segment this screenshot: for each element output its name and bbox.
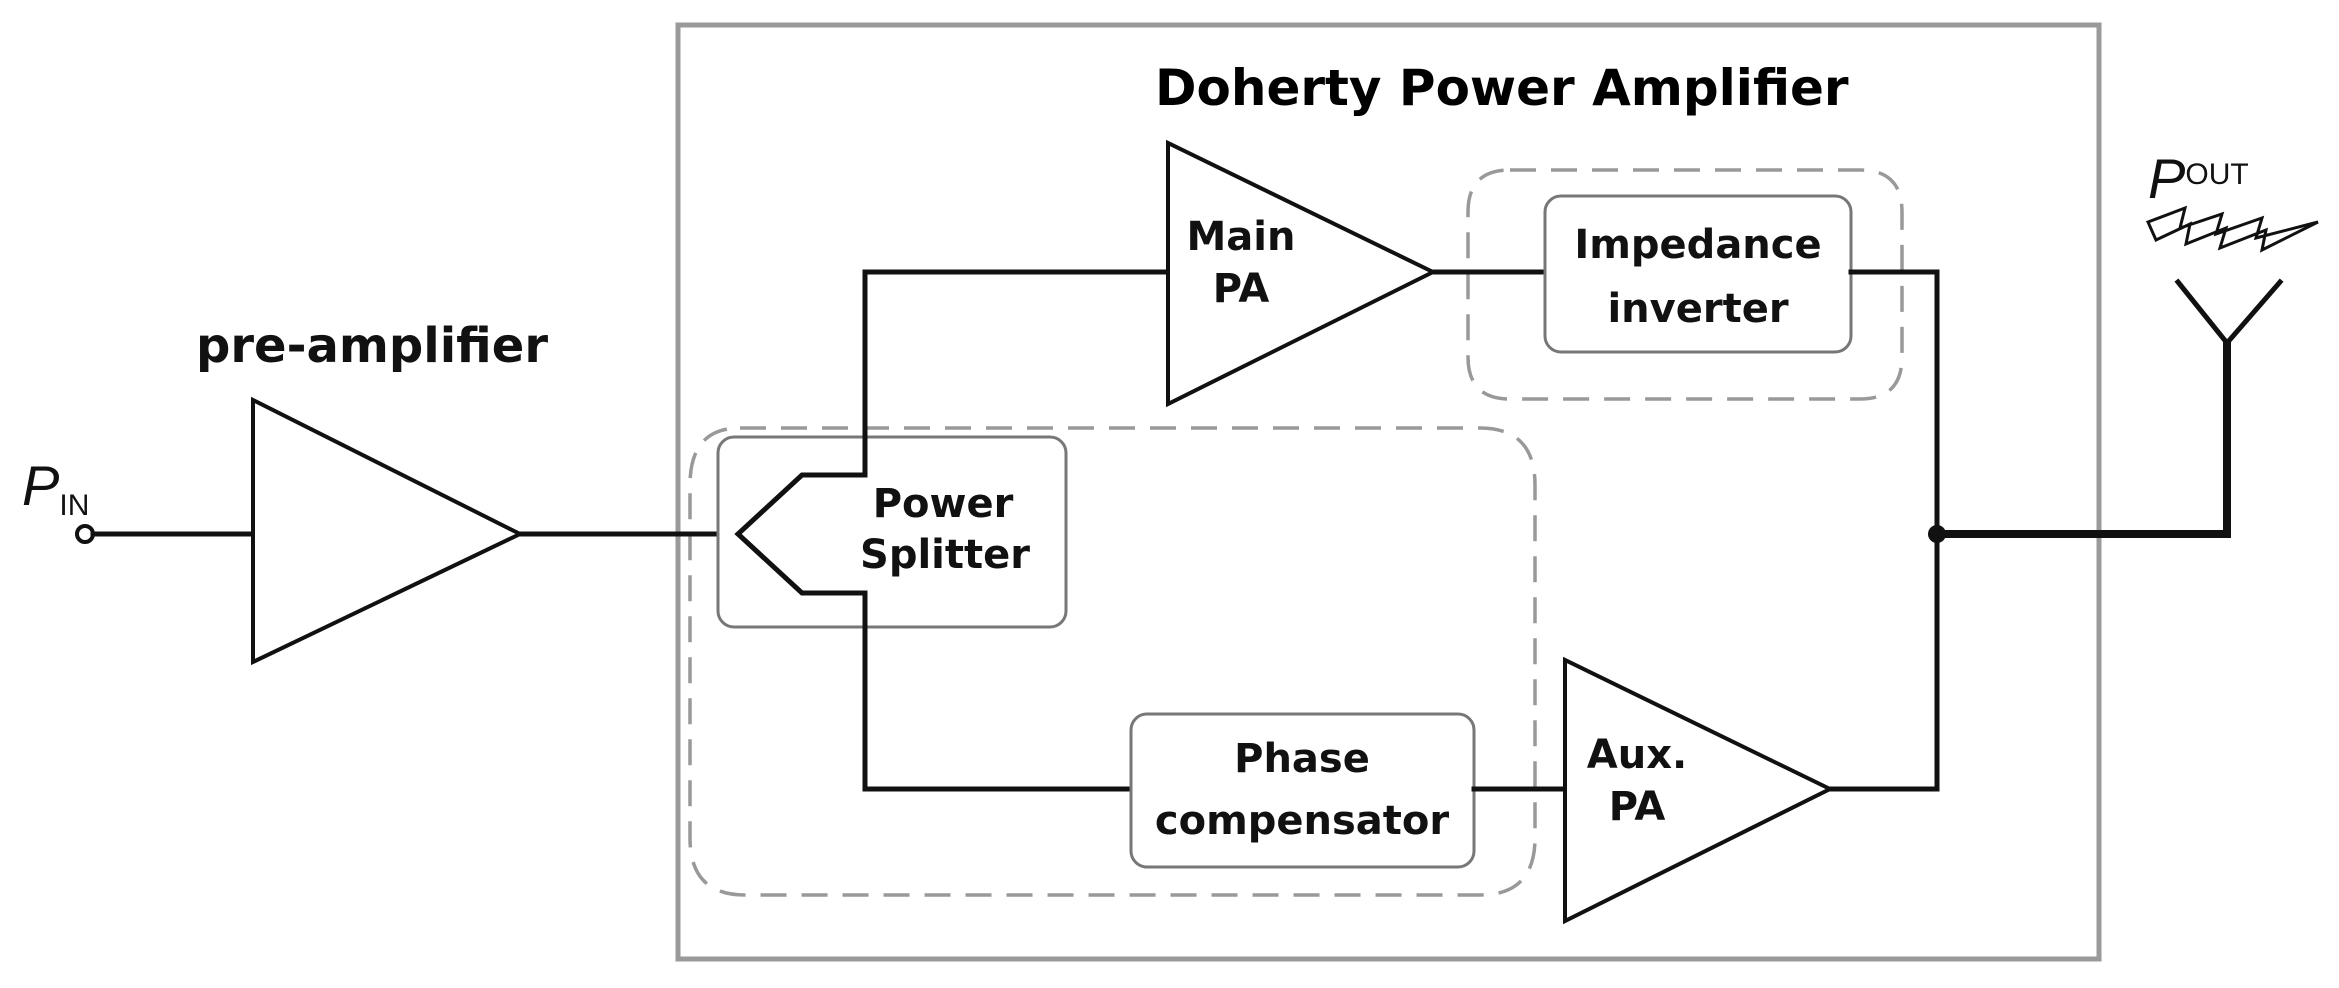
lightning-icon [2145,205,2319,253]
antenna-icon [2174,278,2284,347]
doherty-frame [675,22,2102,962]
power-splitter-line2: Splitter [860,532,1030,578]
power-splitter-line1: Power [873,481,1014,527]
wire-inverter-to-junction [1848,269,1940,537]
phase-compensator-line2: compensator [1155,798,1450,844]
aux-pa-line1: Aux. [1587,732,1687,778]
splitter-phase-group [688,426,1537,897]
main-pa [1166,139,1438,408]
aux-pa-line2: PA [1609,784,1666,830]
inverter-group [1466,168,1904,401]
input-label: PIN [22,454,89,522]
diagram-title: Doherty Power Amplifier [1155,59,1849,117]
splitter-symbol [734,472,868,596]
impedance-inverter-line1: Impedance [1574,222,1821,268]
wire-output-to-antenna [1937,340,2231,538]
phase-compensator-line1: Phase [1234,736,1370,782]
power-splitter-block [716,435,1068,629]
impedance-inverter-line2: inverter [1607,286,1788,332]
main-pa-line2: PA [1213,266,1270,312]
pre-amplifier-label: pre-amplifier [196,318,548,374]
wire-aux-to-junction [1827,531,1940,792]
aux-pa [1563,656,1835,925]
output-label: POUT [2148,147,2249,210]
wire-splitter-to-main [862,269,1171,478]
main-pa-line1: Main [1187,214,1296,260]
wire-splitter-to-phase [862,590,1134,792]
pre-amplifier [251,396,525,666]
